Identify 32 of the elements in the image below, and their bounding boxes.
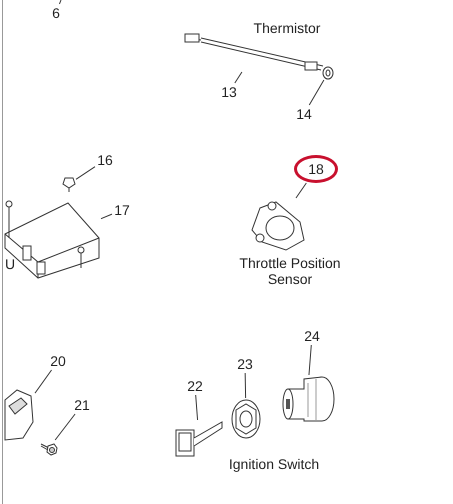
part-label: Thermistor bbox=[252, 20, 322, 36]
callout-number: 20 bbox=[48, 352, 68, 370]
leader-line bbox=[195, 394, 198, 420]
part-drawing bbox=[62, 176, 76, 192]
part-drawing bbox=[174, 420, 224, 458]
leader-line bbox=[54, 414, 76, 440]
callout-number: 6 bbox=[47, 4, 65, 22]
leader-line bbox=[308, 344, 312, 376]
leader-line bbox=[34, 370, 52, 394]
part-drawing bbox=[3, 198, 101, 280]
callout-number: 16 bbox=[95, 151, 115, 169]
callout-number: 22 bbox=[185, 377, 205, 395]
part-label: Throttle Position Sensor bbox=[238, 255, 342, 287]
leader-line bbox=[58, 0, 62, 4]
callout-number: 13 bbox=[219, 83, 239, 101]
callout-number: 21 bbox=[72, 396, 92, 414]
part-drawing bbox=[230, 398, 262, 440]
part-label: Ignition Switch bbox=[228, 456, 320, 472]
leader-line bbox=[100, 214, 112, 220]
callout-number: 14 bbox=[294, 105, 314, 123]
callout-number: 24 bbox=[302, 327, 322, 345]
part-drawing bbox=[3, 388, 35, 443]
leader-line bbox=[244, 372, 246, 398]
callout-number: 23 bbox=[235, 355, 255, 373]
leader-line bbox=[76, 166, 96, 180]
leader-line bbox=[308, 80, 324, 106]
circled-callout-number: 18 bbox=[294, 155, 338, 183]
part-drawing bbox=[322, 66, 334, 80]
leader-line bbox=[295, 182, 307, 198]
callout-number: 17 bbox=[112, 201, 132, 219]
part-label: U bbox=[4, 256, 16, 272]
leader-line bbox=[234, 72, 242, 84]
